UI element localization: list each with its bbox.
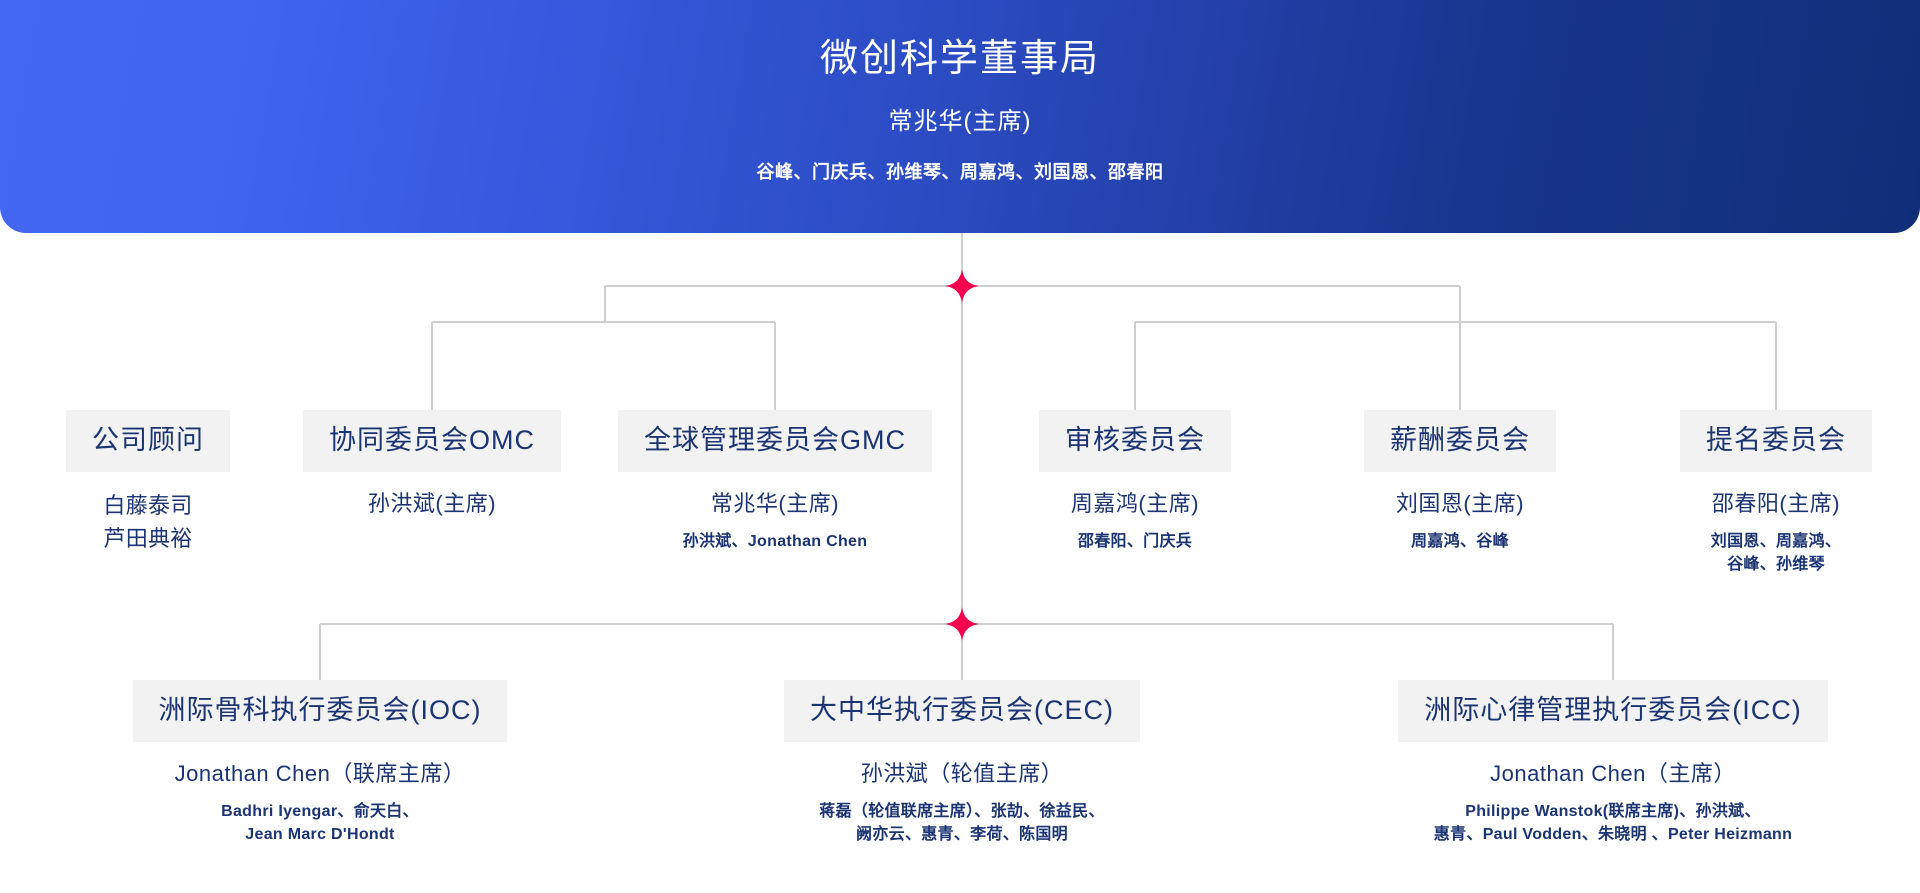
node-title-company-advisor: 公司顾问 bbox=[66, 410, 230, 472]
node-remuneration-committee[interactable]: 薪酬委员会 刘国恩(主席) 周嘉鸿、谷峰 bbox=[1335, 410, 1585, 553]
node-ioc[interactable]: 洲际骨科执行委员会(IOC) Jonathan Chen（联席主席） Badhr… bbox=[110, 680, 530, 846]
node-lead-gmc: 常兆华(主席) bbox=[710, 491, 840, 516]
node-icc[interactable]: 洲际心律管理执行委员会(ICC) Jonathan Chen（主席） Phili… bbox=[1378, 680, 1848, 846]
node-lead-icc: Jonathan Chen（主席） bbox=[1490, 761, 1736, 786]
node-members-nomination-committee: 刘国恩、周嘉鸿、谷峰、孙维琴 bbox=[1710, 533, 1842, 574]
node-omc[interactable]: 协同委员会OMC 孙洪斌(主席) bbox=[282, 410, 582, 518]
node-lead-nomination-committee: 邵春阳(主席) bbox=[1711, 491, 1841, 516]
node-title-omc: 协同委员会OMC bbox=[303, 410, 561, 472]
node-gmc[interactable]: 全球管理委员会GMC 常兆华(主席) 孙洪斌、Jonathan Chen bbox=[595, 410, 955, 553]
node-audit-committee[interactable]: 审核委员会 周嘉鸿(主席) 邵春阳、门庆兵 bbox=[1010, 410, 1260, 553]
node-title-remuneration-committee: 薪酬委员会 bbox=[1364, 410, 1556, 472]
node-members-icc: Philippe Wanstok(联席主席)、孙洪斌、惠青、Paul Vodde… bbox=[1433, 803, 1793, 844]
node-title-gmc: 全球管理委员会GMC bbox=[618, 410, 932, 472]
node-lead-cec: 孙洪斌（轮值主席） bbox=[860, 761, 1064, 786]
node-members-cec: 蒋磊（轮值联席主席）、张劼、徐益民、阙亦云、惠青、李荷、陈国明 bbox=[819, 803, 1105, 844]
node-title-icc: 洲际心律管理执行委员会(ICC) bbox=[1398, 680, 1828, 742]
node-lead-remuneration-committee: 刘国恩(主席) bbox=[1395, 491, 1525, 516]
node-lead-omc: 孙洪斌(主席) bbox=[367, 491, 497, 516]
sparkle-marker-top bbox=[945, 269, 979, 303]
node-title-cec: 大中华执行委员会(CEC) bbox=[784, 680, 1140, 742]
board-banner: 微创科学董事局 常兆华(主席) 谷峰、门庆兵、孙维琴、周嘉鸿、刘国恩、邵春阳 bbox=[0, 0, 1920, 233]
node-title-nomination-committee: 提名委员会 bbox=[1680, 410, 1872, 472]
node-cec[interactable]: 大中华执行委员会(CEC) 孙洪斌（轮值主席） 蒋磊（轮值联席主席）、张劼、徐益… bbox=[752, 680, 1172, 846]
node-members-gmc: 孙洪斌、Jonathan Chen bbox=[682, 533, 868, 551]
node-members-ioc: Badhri Iyengar、俞天白、Jean Marc D'Hondt bbox=[221, 803, 419, 844]
node-members-company-advisor: 白藤泰司芦田典裕 bbox=[103, 493, 193, 551]
board-members: 谷峰、门庆兵、孙维琴、周嘉鸿、刘国恩、邵春阳 bbox=[756, 161, 1164, 182]
board-chair: 常兆华(主席) bbox=[888, 107, 1032, 135]
sparkle-marker-bottom bbox=[945, 607, 979, 641]
node-nomination-committee[interactable]: 提名委员会 邵春阳(主席) 刘国恩、周嘉鸿、谷峰、孙维琴 bbox=[1651, 410, 1901, 576]
node-company-advisor[interactable]: 公司顾问 白藤泰司芦田典裕 bbox=[38, 410, 258, 555]
node-title-ioc: 洲际骨科执行委员会(IOC) bbox=[132, 680, 508, 742]
node-members-audit-committee: 邵春阳、门庆兵 bbox=[1077, 533, 1193, 551]
node-lead-audit-committee: 周嘉鸿(主席) bbox=[1070, 491, 1200, 516]
node-members-remuneration-committee: 周嘉鸿、谷峰 bbox=[1411, 533, 1509, 551]
node-lead-ioc: Jonathan Chen（联席主席） bbox=[174, 761, 466, 786]
node-title-audit-committee: 审核委员会 bbox=[1039, 410, 1231, 472]
board-title: 微创科学董事局 bbox=[819, 38, 1100, 81]
